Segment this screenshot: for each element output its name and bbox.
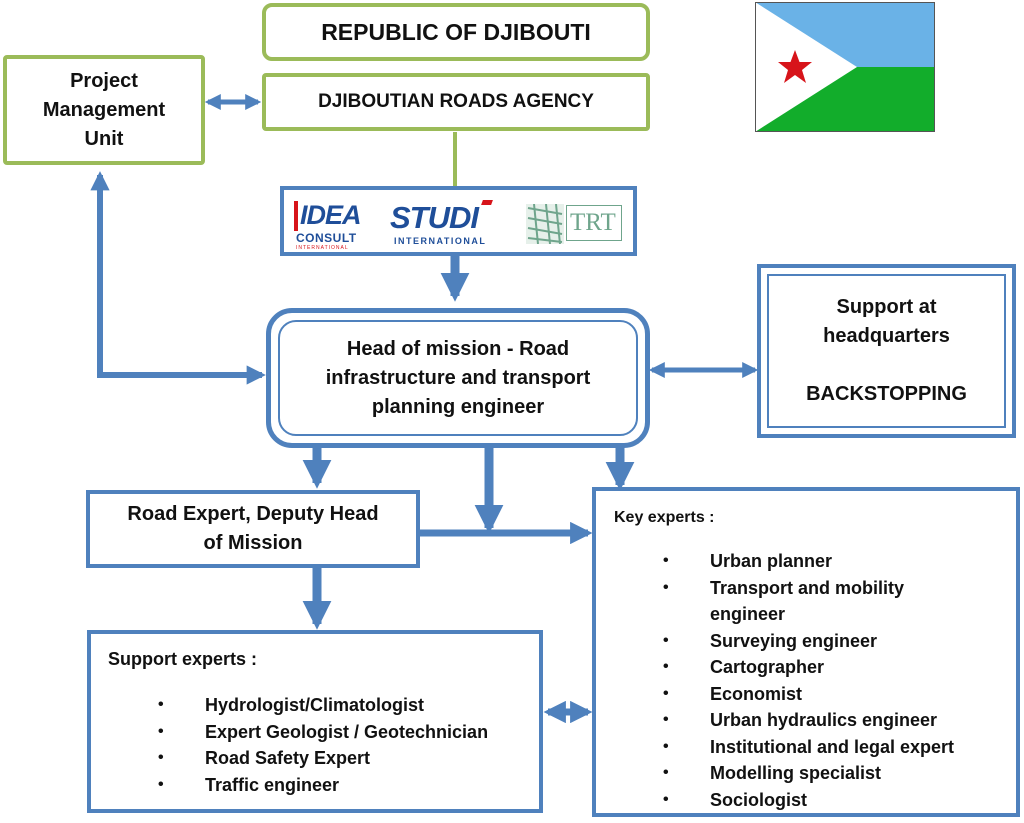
- list-item: Surveying engineer: [596, 628, 1016, 655]
- support-hq-line-1: Support at: [836, 296, 937, 318]
- support-experts-title: Support experts :: [108, 649, 258, 669]
- pmu-box: Project Management Unit: [3, 55, 205, 165]
- agency-box: DJIBOUTIAN ROADS AGENCY: [262, 73, 650, 131]
- list-item: Institutional and legal expert: [596, 734, 1016, 761]
- list-item: Sociologist: [596, 787, 1016, 814]
- idea-logo-sub: CONSULT: [296, 231, 357, 245]
- support-hq-line-2: headquarters: [823, 325, 950, 347]
- head-of-mission-inner: Head of mission - Road infrastructure an…: [278, 320, 638, 436]
- consortium-box: IDEA CONSULT INTERNATIONAL STUDI INTERNA…: [280, 186, 637, 256]
- list-item: Modelling specialist: [596, 760, 1016, 787]
- head-of-mission-box: Head of mission - Road infrastructure an…: [266, 308, 650, 448]
- key-experts-box: Key experts : Urban planner Transport an…: [592, 487, 1020, 817]
- pmu-line-3: Unit: [84, 127, 124, 150]
- djibouti-flag-icon: [755, 2, 935, 132]
- deputy-line-2: of Mission: [203, 532, 303, 554]
- trt-pattern-icon: [526, 204, 564, 244]
- backstopping-label: BACKSTOPPING: [806, 383, 967, 405]
- pmu-line-1: Project: [70, 69, 138, 92]
- list-item: Economist: [596, 681, 1016, 708]
- support-experts-list: Hydrologist/Climatologist Expert Geologi…: [91, 692, 539, 798]
- list-item: Hydrologist/Climatologist: [91, 692, 539, 719]
- flag-star-icon: [778, 50, 812, 83]
- republic-box: REPUBLIC OF DJIBOUTI: [262, 3, 650, 61]
- list-item: Traffic engineer: [91, 772, 539, 799]
- list-item: Urban hydraulics engineer: [596, 707, 1016, 734]
- pmu-line-2: Management: [42, 98, 166, 121]
- list-item: Expert Geologist / Geotechnician: [91, 719, 539, 746]
- studi-logo-sub: INTERNATIONAL: [394, 236, 487, 246]
- list-item: Road Safety Expert: [91, 745, 539, 772]
- studi-logo: STUDI INTERNATIONAL: [390, 200, 514, 250]
- head-line-2: infrastructure and transport: [325, 366, 591, 389]
- support-hq-box: Support at headquarters BACKSTOPPING: [757, 264, 1016, 438]
- trt-logo: TRT: [526, 202, 624, 246]
- list-item: Urban planner: [596, 548, 1016, 575]
- support-experts-box: Support experts : Hydrologist/Climatolog…: [87, 630, 543, 813]
- key-experts-title: Key experts :: [614, 509, 715, 526]
- idea-logo-word: IDEA: [300, 200, 362, 230]
- idea-logo-tiny: INTERNATIONAL: [296, 245, 349, 251]
- head-line-1: Head of mission - Road: [346, 337, 570, 360]
- deputy-head-box: Road Expert, Deputy Head of Mission: [86, 490, 420, 568]
- idea-consult-logo: IDEA CONSULT INTERNATIONAL: [294, 200, 378, 251]
- list-item: Cartographer: [596, 654, 1016, 681]
- agency-label: DJIBOUTIAN ROADS AGENCY: [318, 91, 594, 112]
- trt-logo-word: TRT: [570, 209, 616, 236]
- head-line-3: planning engineer: [371, 395, 545, 418]
- studi-logo-word: STUDI: [390, 200, 479, 235]
- deputy-line-1: Road Expert, Deputy Head: [127, 503, 379, 525]
- key-experts-list: Urban planner Transport and mobilityengi…: [596, 548, 1016, 813]
- arrow-pmu-head: [90, 171, 266, 385]
- support-hq-inner: Support at headquarters BACKSTOPPING: [767, 274, 1006, 428]
- republic-label: REPUBLIC OF DJIBOUTI: [321, 18, 591, 45]
